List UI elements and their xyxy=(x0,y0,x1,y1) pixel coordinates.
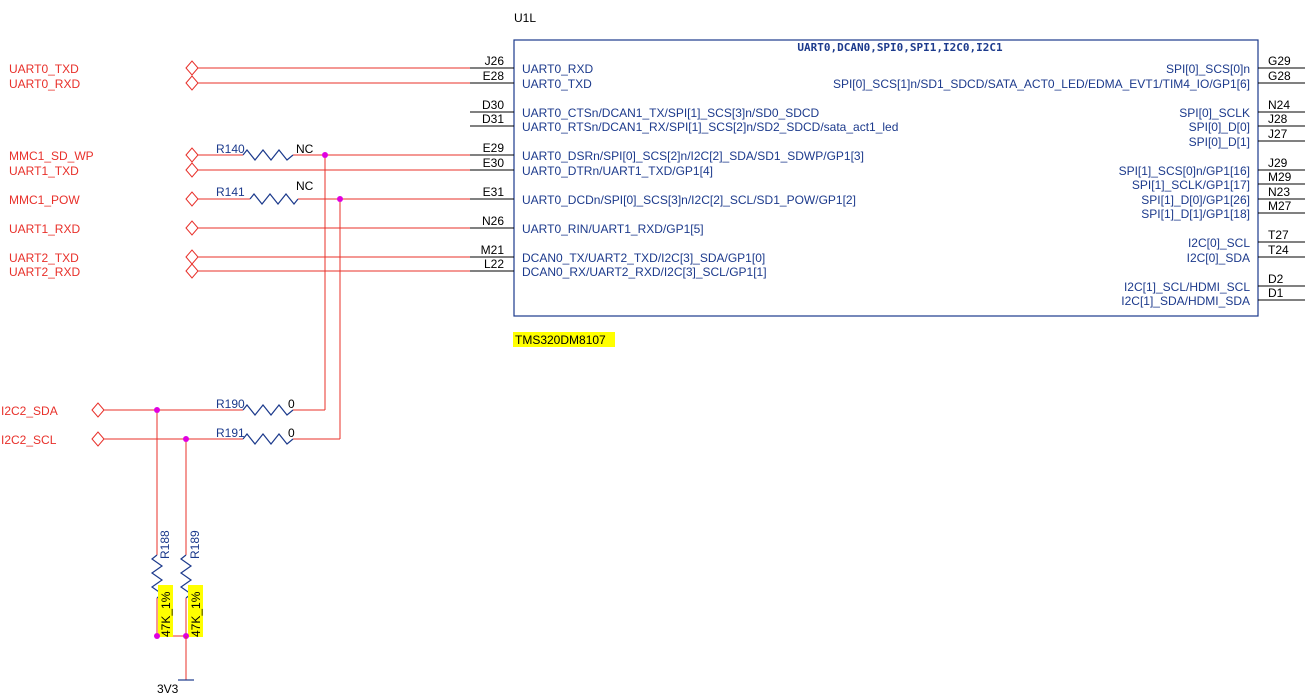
port-connectors xyxy=(91,60,200,447)
pin-name: UART0_RTSn/DCAN1_RX/SPI[1]_SCS[2]n/SD2_S… xyxy=(522,120,898,134)
left-pin-names: UART0_RXD UART0_TXD UART0_CTSn/DCAN1_TX/… xyxy=(522,62,898,279)
pin-name: UART0_CTSn/DCAN1_TX/SPI[1]_SCS[3]n/SD0_S… xyxy=(522,106,820,120)
pin-number: M29 xyxy=(1268,170,1292,184)
pin-number: N24 xyxy=(1268,98,1290,112)
pin-name: SPI[0]_SCS[1]n/SD1_SDCD/SATA_ACT0_LED/ED… xyxy=(833,77,1250,91)
pin-name: SPI[0]_D[0] xyxy=(1189,120,1250,134)
pin-number: D1 xyxy=(1268,286,1284,300)
pin-number: E28 xyxy=(483,69,505,83)
pin-number: J29 xyxy=(1268,156,1288,170)
pin-number: N23 xyxy=(1268,185,1290,199)
pin-number: L22 xyxy=(484,257,504,271)
net-label: I2C2_SDA xyxy=(1,404,58,418)
resistor-r189: R189 47K_1% xyxy=(179,530,203,637)
left-pin-numbers: J26 E28 D30 D31 E29 E30 E31 N26 M21 L22 xyxy=(481,54,505,271)
component-part-number: TMS320DM8107 xyxy=(515,333,606,347)
pin-number: G29 xyxy=(1268,54,1291,68)
net-label: UART1_TXD xyxy=(9,164,79,178)
pin-name: DCAN0_TX/UART2_TXD/I2C[3]_SDA/GP1[0] xyxy=(522,251,765,265)
pin-name: UART0_RXD xyxy=(522,62,593,76)
component-refdes: U1L xyxy=(514,11,536,25)
pin-number: G28 xyxy=(1268,69,1291,83)
pin-number: E29 xyxy=(483,141,505,155)
right-pin-names: SPI[0]_SCS[0]n SPI[0]_SCS[1]n/SD1_SDCD/S… xyxy=(833,62,1250,308)
net-label: UART1_RXD xyxy=(9,222,80,236)
resistor-ref: R189 xyxy=(188,530,202,559)
net-label: UART0_TXD xyxy=(9,62,79,76)
resistor-r141: R141 NC xyxy=(216,179,314,205)
value-highlight xyxy=(188,585,203,637)
pin-name: I2C[0]_SCL xyxy=(1188,236,1250,250)
resistor-value: NC xyxy=(296,179,314,193)
resistor-r140: R140 NC xyxy=(216,142,314,161)
pin-number: J27 xyxy=(1268,127,1288,141)
pin-number: D31 xyxy=(482,112,504,126)
part-number-highlight xyxy=(513,332,615,347)
resistor-value: NC xyxy=(296,142,314,156)
pin-name: SPI[1]_D[1]/GP1[18] xyxy=(1141,207,1250,221)
pin-number: D30 xyxy=(482,98,504,112)
right-pin-numbers: G29 G28 N24 J28 J27 J29 M29 N23 M27 T27 … xyxy=(1268,54,1292,300)
pin-name: SPI[1]_D[0]/GP1[26] xyxy=(1141,193,1250,207)
power-label: 3V3 xyxy=(157,682,179,696)
pin-number: M27 xyxy=(1268,199,1292,213)
resistor-value: 47K_1% xyxy=(159,591,173,637)
net-label: I2C2_SCL xyxy=(1,433,57,447)
left-pin-lines xyxy=(470,67,514,272)
pin-name: I2C[0]_SDA xyxy=(1187,251,1250,265)
pin-name: UART0_RIN/UART1_RXD/GP1[5] xyxy=(522,222,704,236)
net-label: UART0_RXD xyxy=(9,77,80,91)
component-body xyxy=(513,39,1259,317)
net-label: MMC1_POW xyxy=(9,193,80,207)
net-label: UART2_TXD xyxy=(9,251,79,265)
pin-name: UART0_DCDn/SPI[0]_SCS[3]n/I2C[2]_SCL/SD1… xyxy=(522,193,856,207)
pin-number: T24 xyxy=(1268,243,1289,257)
resistor-ref: R140 xyxy=(216,142,245,156)
resistor-value: 0 xyxy=(288,397,295,411)
pin-number: N26 xyxy=(482,214,504,228)
resistor-value: 47K_1% xyxy=(189,591,203,637)
pin-number: J26 xyxy=(485,54,505,68)
pin-name: I2C[1]_SCL/HDMI_SCL xyxy=(1124,280,1250,294)
pin-number: T27 xyxy=(1268,228,1289,242)
resistor-ref: R190 xyxy=(216,397,245,411)
pin-name: UART0_TXD xyxy=(522,77,592,91)
pin-number: J28 xyxy=(1268,112,1288,126)
resistor-r188: R188 47K_1% xyxy=(150,530,173,637)
resistor-r190: R190 0 xyxy=(216,397,295,416)
pin-number: M21 xyxy=(481,243,505,257)
resistor-ref: R141 xyxy=(216,185,245,199)
pin-name: SPI[1]_SCLK/GP1[17] xyxy=(1132,178,1250,192)
right-pin-lines xyxy=(1258,67,1305,301)
net-labels: UART0_TXD UART0_RXD MMC1_SD_WP UART1_TXD… xyxy=(1,62,94,447)
pin-name: SPI[0]_SCS[0]n xyxy=(1166,62,1250,76)
pin-name: I2C[1]_SDA/HDMI_SDA xyxy=(1121,294,1250,308)
pin-name: UART0_DTRn/UART1_TXD/GP1[4] xyxy=(522,164,713,178)
pin-name: UART0_DSRn/SPI[0]_SCS[2]n/I2C[2]_SDA/SD1… xyxy=(522,149,864,163)
power-symbol-3v3: 3V3 xyxy=(157,636,194,696)
pin-name: SPI[1]_SCS[0]n/GP1[16] xyxy=(1119,164,1250,178)
resistor-value: 0 xyxy=(288,426,295,440)
net-label: UART2_RXD xyxy=(9,265,80,279)
pin-name: SPI[0]_D[1] xyxy=(1189,135,1250,149)
net-wires xyxy=(104,67,470,637)
junction-dots xyxy=(154,152,343,639)
pin-number: D2 xyxy=(1268,272,1284,286)
pin-name: SPI[0]_SCLK xyxy=(1179,106,1250,120)
resistor-ref: R188 xyxy=(158,530,172,559)
pin-name: DCAN0_RX/UART2_RXD/I2C[3]_SCL/GP1[1] xyxy=(522,265,767,279)
pin-number: E31 xyxy=(483,185,505,199)
resistor-ref: R191 xyxy=(216,426,245,440)
resistor-r191: R191 0 xyxy=(216,426,295,445)
pin-number: E30 xyxy=(483,156,505,170)
value-highlight xyxy=(158,585,173,637)
component-header: UART0,DCAN0,SPI0,SPI1,I2C0,I2C1 xyxy=(797,41,1003,54)
net-label: MMC1_SD_WP xyxy=(9,149,94,163)
